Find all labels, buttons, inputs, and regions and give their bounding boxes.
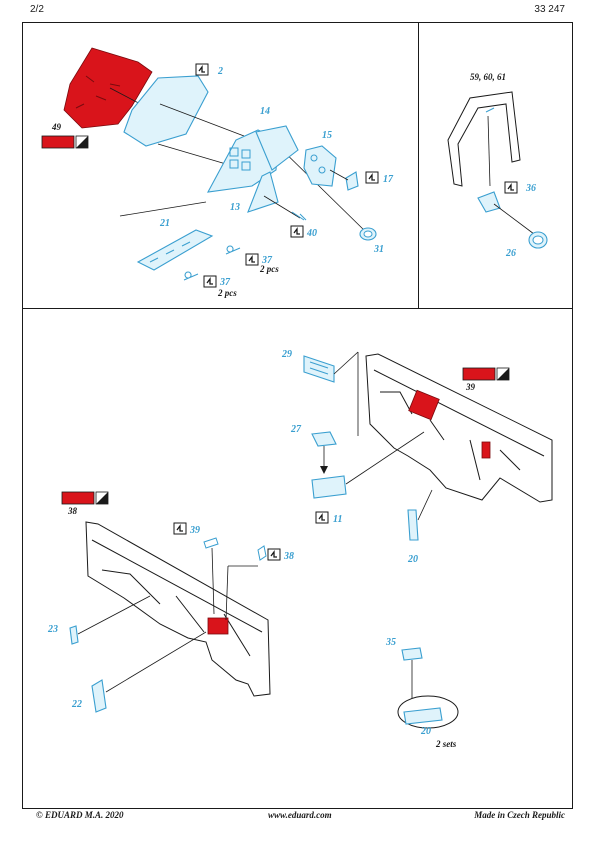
part-29 bbox=[303, 355, 335, 383]
label-49: 49 bbox=[51, 122, 62, 132]
label-2sets: 2 sets bbox=[435, 739, 457, 749]
part-15 bbox=[303, 145, 337, 187]
fuselage-left bbox=[85, 521, 271, 697]
bend-icon bbox=[315, 511, 329, 524]
paint-icon bbox=[61, 491, 109, 505]
bend-icon bbox=[173, 522, 187, 535]
label-11: 11 bbox=[333, 514, 342, 525]
label-37a: 37 bbox=[261, 255, 273, 266]
part-20-strip bbox=[407, 509, 419, 541]
part-21 bbox=[136, 229, 214, 271]
bend-icon bbox=[195, 63, 209, 76]
bend-icon bbox=[504, 181, 518, 194]
part-27 bbox=[311, 431, 337, 447]
label-2: 2 bbox=[217, 66, 223, 77]
label-38a: 38 bbox=[67, 506, 78, 516]
label-models: 59, 60, 61 bbox=[470, 72, 506, 82]
label-13: 13 bbox=[230, 202, 240, 213]
label-22: 22 bbox=[71, 699, 82, 710]
copyright: © EDUARD M.A. 2020 bbox=[36, 810, 124, 820]
red-panel-part-39 bbox=[408, 389, 440, 421]
label-38b: 38 bbox=[283, 551, 294, 562]
label-26: 26 bbox=[505, 248, 516, 259]
label-2pcs-a: 2 pcs bbox=[259, 264, 279, 274]
label-2pcs-b: 2 pcs bbox=[217, 288, 237, 298]
label-17: 17 bbox=[383, 174, 394, 185]
panel-top-right bbox=[418, 22, 573, 309]
part-11 bbox=[311, 475, 347, 499]
origin-text: Made in Czech Republic bbox=[474, 810, 565, 820]
label-27: 27 bbox=[290, 424, 302, 435]
label-14: 14 bbox=[260, 106, 270, 117]
bend-icon bbox=[245, 253, 259, 266]
bend-icon bbox=[290, 225, 304, 238]
canopy-frame bbox=[447, 91, 521, 187]
part-2 bbox=[123, 75, 209, 147]
bend-icon bbox=[365, 171, 379, 184]
part-37b bbox=[183, 271, 199, 281]
product-code: 33 247 bbox=[534, 4, 565, 15]
label-35: 35 bbox=[385, 637, 396, 648]
label-29: 29 bbox=[281, 349, 292, 360]
part-37a bbox=[225, 245, 241, 255]
label-23: 23 bbox=[47, 624, 58, 635]
part-14-side bbox=[255, 125, 299, 171]
part-22 bbox=[91, 679, 107, 713]
part-38 bbox=[257, 545, 267, 561]
label-20b: 20 bbox=[420, 726, 431, 737]
label-20a: 20 bbox=[407, 554, 418, 565]
part-13 bbox=[247, 171, 279, 213]
page-number: 2/2 bbox=[30, 4, 44, 15]
label-21: 21 bbox=[159, 218, 170, 229]
part-40 bbox=[291, 211, 307, 221]
part-20 bbox=[403, 707, 443, 725]
red-panel-part-49 bbox=[63, 47, 153, 129]
part-17 bbox=[345, 171, 359, 191]
part-39 bbox=[203, 537, 219, 549]
bend-icon bbox=[203, 275, 217, 288]
label-15: 15 bbox=[322, 130, 332, 141]
red-strip bbox=[481, 441, 491, 459]
part-36 bbox=[477, 191, 501, 213]
label-40: 40 bbox=[306, 228, 317, 239]
red-panel-part-38 bbox=[207, 617, 229, 635]
part-35 bbox=[401, 647, 423, 661]
label-36: 36 bbox=[525, 183, 536, 194]
website-link[interactable]: www.eduard.com bbox=[268, 810, 332, 820]
label-31: 31 bbox=[373, 244, 384, 255]
fuselage-right bbox=[365, 353, 553, 503]
part-23 bbox=[69, 625, 79, 645]
label-37b: 37 bbox=[219, 277, 231, 288]
paint-icon bbox=[462, 367, 510, 381]
label-39a: 39 bbox=[465, 382, 476, 392]
paint-icon bbox=[41, 135, 89, 149]
label-39b: 39 bbox=[189, 525, 200, 536]
bend-icon bbox=[267, 548, 281, 561]
panel-bottom bbox=[22, 308, 573, 809]
